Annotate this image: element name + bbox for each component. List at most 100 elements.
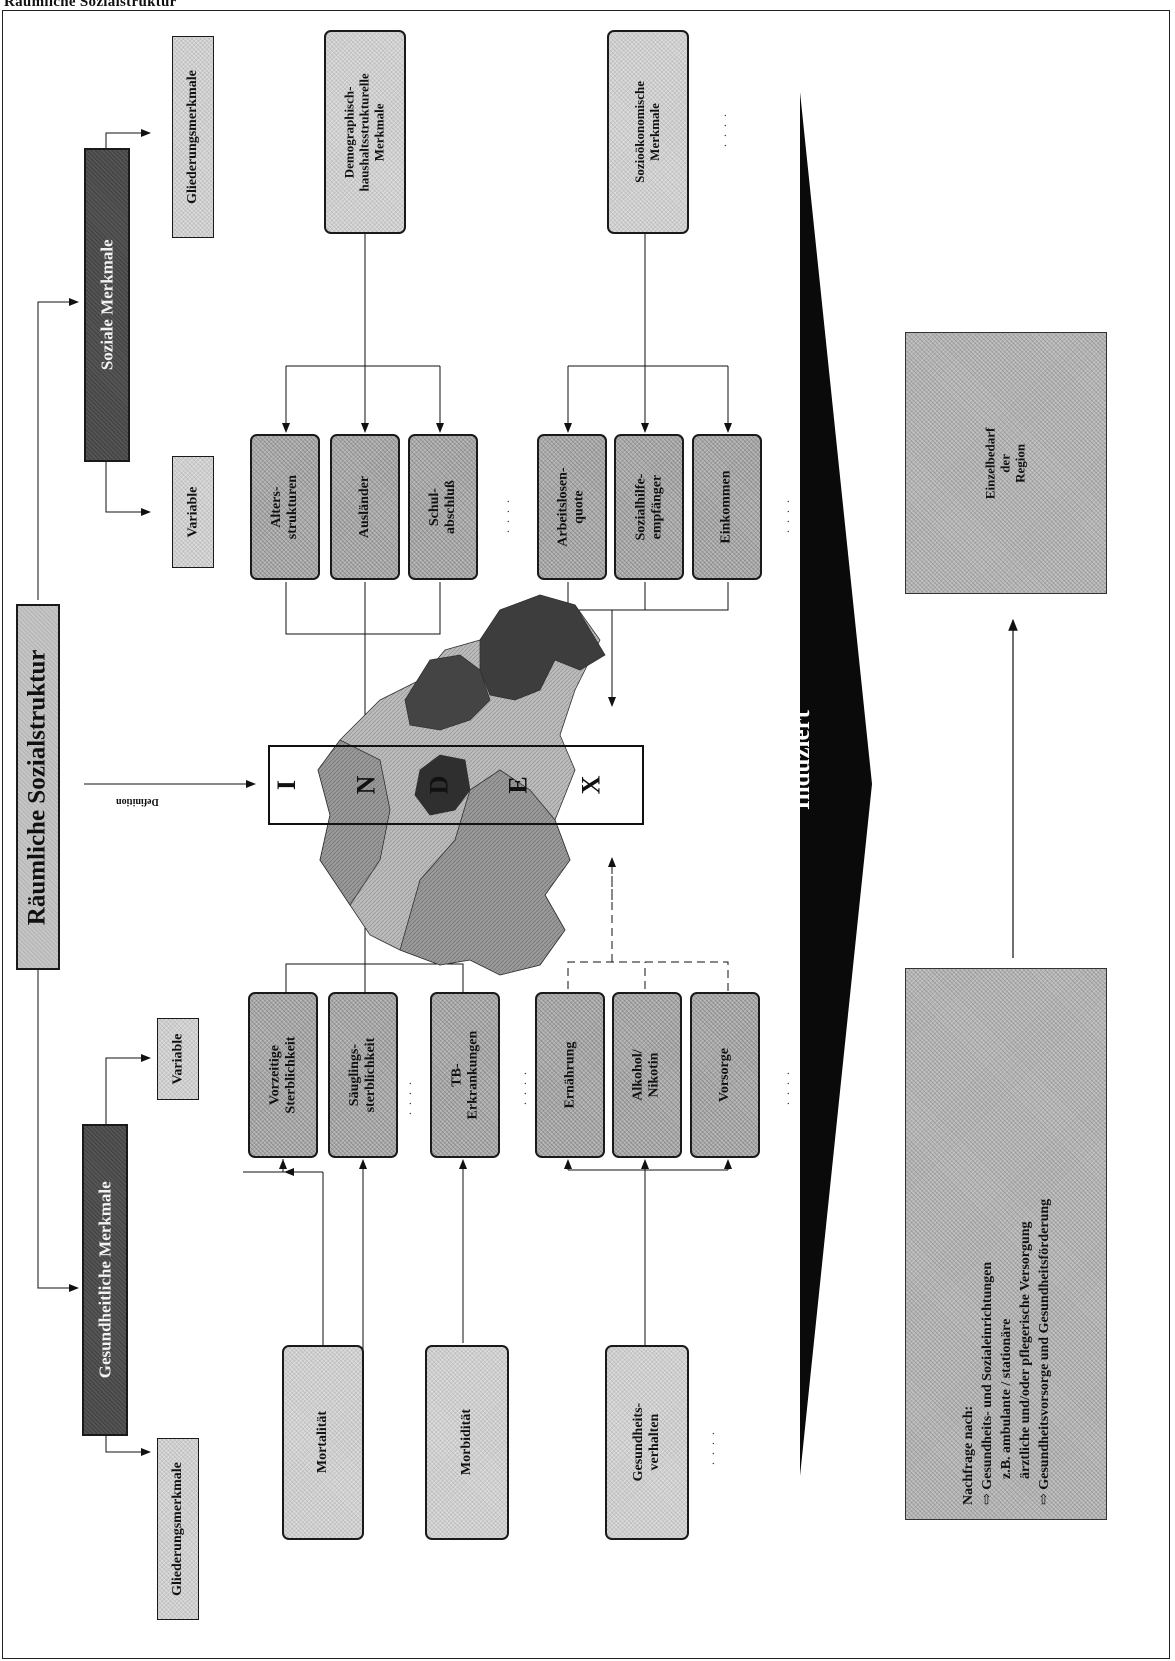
category-morbiditaet-label: Morbidität bbox=[459, 1409, 475, 1475]
category-morbiditaet: Morbidität bbox=[425, 1345, 509, 1540]
var-alters-label-line-1: Alters- bbox=[268, 486, 284, 528]
health-branch-box: Gesundheitliche Merkmale bbox=[82, 1124, 128, 1436]
index-letter-3: D bbox=[424, 775, 454, 795]
var-saeuglingssterblichkeit: Säuglings-sterblichkeit bbox=[328, 992, 398, 1158]
var-alkohol-nikotin: Alkohol/Nikotin bbox=[612, 992, 682, 1158]
health-branch-label: Gesundheitliche Merkmale bbox=[95, 1181, 115, 1379]
region-need-label-line-2: der bbox=[997, 453, 1013, 473]
map-region-west bbox=[317, 739, 391, 906]
demand-box: Nachfrage nach: ⇨ Gesundheits- und Sozia… bbox=[905, 968, 1107, 1520]
demand-line-2: z.B. ambulante / stationäre bbox=[998, 1318, 1014, 1479]
index-letter-4: E bbox=[503, 776, 533, 794]
var-einkommen-label-line-1: Einkommen bbox=[718, 470, 734, 544]
social-branch-box: Soziale Merkmale bbox=[84, 148, 130, 462]
var-alters-label: Alters-strukturen bbox=[269, 475, 301, 539]
var-saeuglings-label-line-1: Säuglings- bbox=[346, 1043, 362, 1107]
category-gesundheitsverhalten-label-line-2: verhalten bbox=[646, 1414, 662, 1471]
social-variable-box: Variable bbox=[172, 456, 214, 568]
var-arbeitslosen-label-line-1: Arbeitslosen- bbox=[555, 467, 571, 547]
var-arbeitslosen-label: Arbeitslosen-quote bbox=[556, 467, 588, 546]
var-vorzeitige-label-line-2: Sterblichkeit bbox=[283, 1036, 298, 1114]
var-schul-label-line-1: Schul- bbox=[426, 487, 442, 527]
var-tb-label-line-1: TB- bbox=[448, 1063, 464, 1087]
demand-line-1: ⇨ Gesundheits- und Sozialeinrichtungen bbox=[979, 1261, 995, 1505]
page-header: Räumliche Sozialstruktur bbox=[4, 0, 177, 10]
diagram-frame bbox=[2, 10, 1170, 1659]
ellipsis-4: . . . . bbox=[400, 1080, 414, 1115]
map bbox=[317, 594, 606, 976]
var-sozialhilfe-label-line-1: Sozialhilfe- bbox=[632, 473, 648, 541]
region-need-label-line-3: Region bbox=[1012, 443, 1028, 483]
category-mortalitaet: Mortalität bbox=[282, 1345, 364, 1540]
line-health-gliederung bbox=[105, 1435, 151, 1456]
ellipsis-3: . . . . bbox=[778, 498, 792, 533]
category-soziooekonomisch-label-line-2: Merkmale bbox=[647, 103, 662, 161]
var-ernaehrung-label: Ernährung bbox=[562, 1042, 578, 1109]
var-vorsorge-label: Vorsorge bbox=[717, 1048, 733, 1102]
ellipsis-7: . . . . bbox=[703, 1430, 717, 1465]
line-title-to-health bbox=[37, 942, 79, 1292]
var-schulabschluss: Schul-abschluß bbox=[408, 434, 478, 580]
var-ernaehrung-label-line-1: Ernährung bbox=[561, 1041, 577, 1109]
var-alkohol-label-line-2: Nikotin bbox=[646, 1052, 662, 1098]
var-ernaehrung: Ernährung bbox=[535, 992, 605, 1158]
ellipsis-2: . . . . bbox=[498, 498, 512, 533]
var-einkommen-label: Einkommen bbox=[719, 470, 735, 543]
health-variable-label: Variable bbox=[169, 1033, 185, 1085]
index-letter-2: N bbox=[351, 775, 381, 795]
var-auslaender-label-line-1: Ausländer bbox=[356, 475, 372, 539]
demand-line-3: ärztliche und/oder pflegerische Versorgu… bbox=[1017, 1221, 1033, 1479]
var-sozialhilfe-label-line-2: empfänger bbox=[649, 474, 665, 540]
map-region-dark-mid bbox=[404, 654, 491, 731]
health-gliederung-label: Gliederungsmerkmale bbox=[169, 1462, 185, 1596]
var-sozialhilfe-label: Sozialhilfe-empfänger bbox=[633, 474, 665, 541]
category-demographisch-label-line-2: haushaltsstrukturelle bbox=[356, 72, 372, 192]
line-social-gliederung bbox=[105, 129, 151, 150]
var-auslaender-label: Ausländer bbox=[357, 476, 373, 538]
social-gliederung-box: Gliederungsmerkmale bbox=[172, 36, 214, 238]
category-soziooekonomisch-label-line-1: Sozioökonomische bbox=[632, 81, 648, 183]
var-saeuglings-label-line-2: sterblichkeit bbox=[363, 1037, 378, 1113]
category-gesundheitsverhalten-label: Gesundheits-verhalten bbox=[631, 1403, 663, 1482]
map-region-center bbox=[414, 754, 471, 816]
ellipsis-6: . . . . bbox=[778, 1070, 792, 1105]
demand-intro: Nachfrage nach: bbox=[960, 1405, 976, 1505]
social-branch-label: Soziale Merkmale bbox=[97, 239, 117, 371]
var-saeuglings-label: Säuglings-sterblichkeit bbox=[347, 1038, 379, 1113]
index-letter-5: X bbox=[576, 775, 606, 795]
health-variable-box: Variable bbox=[157, 1018, 199, 1100]
ellipsis-1: . . . . bbox=[715, 112, 729, 147]
category-mortalitaet-label-line-1: Mortalität bbox=[314, 1411, 330, 1474]
index-letter-1: I bbox=[272, 779, 302, 791]
var-tb-label: TB-Erkrankungen bbox=[449, 1031, 481, 1120]
var-auslaender: Ausländer bbox=[330, 434, 400, 580]
title-box: Räumliche Sozialstruktur bbox=[16, 604, 60, 970]
category-gesundheitsverhalten-label-line-1: Gesundheits- bbox=[630, 1403, 646, 1482]
var-tb-label-line-2: Erkrankungen bbox=[465, 1030, 481, 1120]
var-vorzeitige-label-line-1: Vorzeitige bbox=[266, 1044, 282, 1106]
var-einkommen: Einkommen bbox=[692, 434, 762, 580]
category-morbiditaet-label-line-1: Morbidität bbox=[458, 1409, 474, 1476]
demand-line-4: ⇨ Gesundheitsvorsorge und Gesundheitsför… bbox=[1036, 1198, 1052, 1505]
map-region-dark-north bbox=[479, 594, 606, 701]
var-schul-label: Schul-abschluß bbox=[427, 480, 459, 534]
var-vorsorge: Vorsorge bbox=[690, 992, 760, 1158]
page-title: Räumliche Sozialstruktur bbox=[23, 649, 51, 925]
region-need-label-line-1: Einzelbedarf bbox=[982, 427, 998, 499]
var-tb-erkrankungen: TB-Erkrankungen bbox=[430, 992, 500, 1158]
category-gesundheitsverhalten: Gesundheits-verhalten bbox=[605, 1345, 689, 1540]
line-social-variable bbox=[105, 462, 151, 516]
social-gliederung-label: Gliederungsmerkmale bbox=[184, 70, 200, 204]
line-health-variable bbox=[105, 1054, 151, 1126]
var-arbeitslosenquote: Arbeitslosen-quote bbox=[537, 434, 607, 580]
var-altersstrukturen: Alters-strukturen bbox=[250, 434, 320, 580]
index-box bbox=[268, 745, 644, 825]
